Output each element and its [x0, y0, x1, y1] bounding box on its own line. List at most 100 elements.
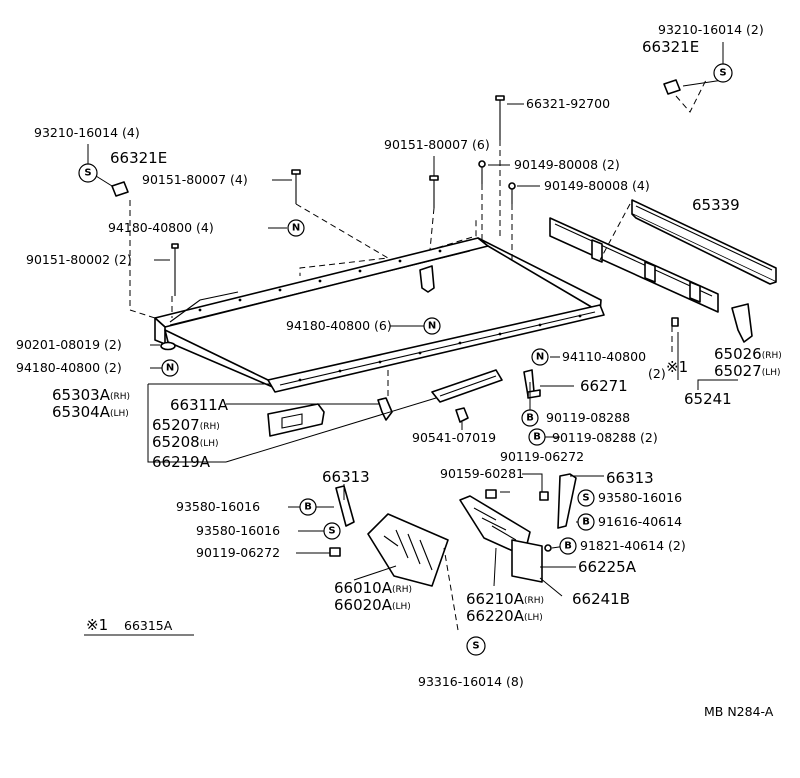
- symbol-s-4: S: [577, 489, 595, 507]
- note-mark: ※1: [86, 616, 108, 634]
- svg-text:S: S: [472, 641, 479, 652]
- symbol-n-1: N: [287, 219, 305, 237]
- main-frame: [154, 237, 605, 393]
- svg-text:B: B: [304, 502, 312, 513]
- symbol-b-2: B: [528, 428, 546, 446]
- svg-text:N: N: [428, 321, 436, 332]
- callout-66241B: 66241B: [572, 590, 630, 608]
- callout-66313-left: 66313: [322, 468, 370, 486]
- callout-90151-80007-4: 90151-80007 (4): [142, 172, 248, 187]
- callout-66311A: 66311A: [170, 396, 229, 414]
- symbol-s-1: S: [713, 63, 733, 83]
- callout-66321E-top: 66321E: [642, 38, 699, 56]
- callout-66210A: 66210A(RH): [466, 590, 544, 608]
- symbol-s-3: S: [323, 522, 341, 540]
- svg-text:S: S: [328, 526, 335, 537]
- svg-text:N: N: [166, 363, 174, 374]
- rail-65339: [631, 199, 777, 285]
- leader-lines: [87, 42, 738, 597]
- install-lines: [129, 79, 707, 631]
- callout-90541-07019: 90541-07019: [412, 430, 496, 445]
- callout-90151-80002-2: 90151-80002 (2): [26, 252, 132, 267]
- rail-65241: [549, 217, 719, 313]
- svg-text:B: B: [533, 432, 541, 443]
- callout-90119-06272-left: 90119-06272: [196, 545, 280, 560]
- callout-66010A: 66010A(RH): [334, 579, 412, 597]
- svg-text:B: B: [582, 517, 590, 528]
- symbol-n-2: N: [423, 317, 441, 335]
- symbol-n-3: N: [161, 359, 179, 377]
- callout-91821-40614-2: 91821-40614 (2): [580, 538, 686, 553]
- callout-94180-40800-2: 94180-40800 (2): [16, 360, 122, 375]
- callout-65026: 65026(RH): [714, 345, 782, 363]
- callout-93580-16016-c: 93580-16016: [196, 523, 280, 538]
- bracket-65026: [731, 303, 753, 343]
- symbol-b-5: B: [559, 537, 577, 555]
- svg-text:B: B: [564, 541, 572, 552]
- svg-text:S: S: [719, 68, 726, 79]
- callout-93210-16014-2: 93210-16014 (2): [658, 22, 764, 37]
- callout-65208: 65208(LH): [152, 433, 219, 451]
- part-labels: 93210-16014 (2) 66321E 66321-92700 93210…: [16, 22, 782, 689]
- symbol-b-1: B: [521, 409, 539, 427]
- svg-text:B: B: [526, 413, 534, 424]
- svg-text:S: S: [84, 168, 91, 179]
- callout-65304A: 65304A(LH): [52, 403, 129, 421]
- callout-94180-40800-4: 94180-40800 (4): [108, 220, 214, 235]
- callout-93210-16014-4: 93210-16014 (4): [34, 125, 140, 140]
- symbol-b-3: B: [299, 498, 317, 516]
- callout-93580-16016-a: 93580-16016: [176, 499, 260, 514]
- callout-91616-40614: 91616-40614: [598, 514, 682, 529]
- bracket-66313-left: [335, 485, 355, 527]
- callout-65207: 65207(RH): [152, 416, 220, 434]
- callout-66271: 66271: [580, 377, 628, 395]
- callout-65339: 65339: [692, 196, 740, 214]
- callout-90149-80008-4: 90149-80008 (4): [544, 178, 650, 193]
- footnote: ※1 66315A: [84, 616, 194, 636]
- flap-66241B: [511, 539, 543, 583]
- callout-94180-40800-6: 94180-40800 (6): [286, 318, 392, 333]
- callout-90119-08288: 90119-08288: [546, 410, 630, 425]
- callout-66225A: 66225A: [578, 558, 637, 576]
- bracket-66311A: [431, 369, 503, 403]
- callout-90201-08019-2: 90201-08019 (2): [16, 337, 122, 352]
- hook-66271: [523, 369, 541, 399]
- bracket-65207: [267, 403, 325, 437]
- diagram-code: MB N284-A: [704, 704, 774, 719]
- callout-90149-80008-2: 90149-80008 (2): [514, 157, 620, 172]
- symbol-s-5: S: [466, 636, 486, 656]
- callout-66220A: 66220A(LH): [466, 607, 543, 625]
- svg-text:N: N: [292, 223, 300, 234]
- clip-90541: [455, 407, 469, 423]
- note-part: 66315A: [124, 618, 173, 633]
- callout-90151-80007-6: 90151-80007 (6): [384, 137, 490, 152]
- callout-65027: 65027(LH): [714, 362, 781, 380]
- callout-note-mark: ※1: [666, 358, 688, 376]
- callout-66313-right: 66313: [606, 469, 654, 487]
- callout-66219A: 66219A: [152, 453, 211, 471]
- callout-93580-16016-b: 93580-16016: [598, 490, 682, 505]
- frame-holes: [198, 249, 582, 382]
- callout-90159-60281: 90159-60281: [440, 466, 524, 481]
- hook-left: [377, 397, 393, 421]
- symbols: S S N N N N B B B S S B B S: [78, 63, 733, 656]
- symbol-b-4: B: [577, 513, 595, 531]
- mudguard-66010A: [367, 513, 449, 587]
- fasteners: [111, 79, 681, 557]
- callout-93316-16014-8: 93316-16014 (8): [418, 674, 524, 689]
- callout-66321-92700: 66321-92700: [526, 96, 610, 111]
- bracket-66313-right: [557, 473, 577, 529]
- symbol-n-4: N: [531, 348, 549, 366]
- svg-text:S: S: [582, 493, 589, 504]
- symbol-s-2: S: [78, 163, 98, 183]
- callout-90119-06272-top: 90119-06272: [500, 449, 584, 464]
- callout-65303A: 65303A(RH): [52, 386, 130, 404]
- callout-90119-08288-2: 90119-08288 (2): [552, 430, 658, 445]
- callout-94110-40800: 94110-40800: [562, 349, 646, 364]
- callout-66020A: 66020A(LH): [334, 596, 411, 614]
- svg-text:N: N: [536, 352, 544, 363]
- callout-66321E-left: 66321E: [110, 149, 167, 167]
- callout-65241: 65241: [684, 390, 732, 408]
- callout-qty-2: (2): [648, 366, 666, 381]
